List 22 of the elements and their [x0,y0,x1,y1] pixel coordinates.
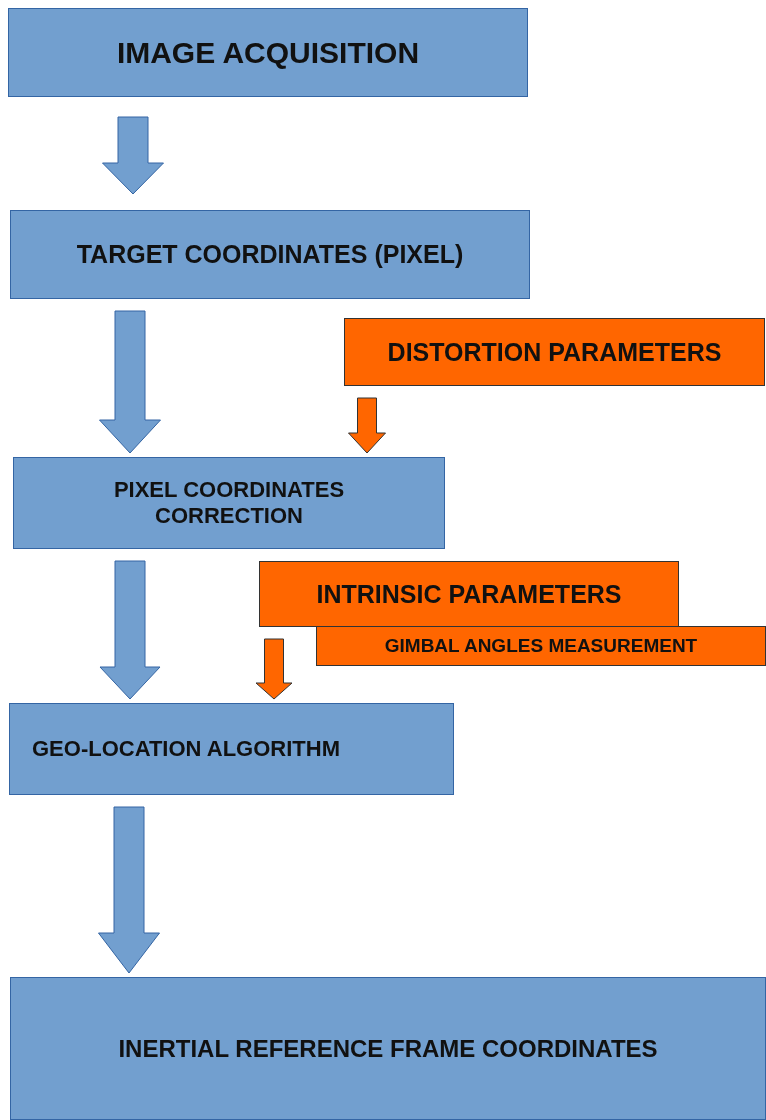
node-label: GIMBAL ANGLES MEASUREMENT [384,635,698,657]
input-box [344,318,765,386]
process-box [10,977,766,1120]
process-box [9,703,454,795]
input-box [316,626,766,666]
block-arrow [99,310,161,454]
block-arrow [99,560,161,700]
node-label: TARGET COORDINATES (PIXEL) [76,240,464,269]
node-label: INTRINSIC PARAMETERS [316,579,622,609]
block-arrow [102,116,164,195]
input-box [259,561,679,627]
block-arrow [255,638,293,700]
process-box [8,8,528,97]
node-label: PIXEL COORDINATES CORRECTION [112,477,346,529]
process-box [10,210,530,299]
node-label: DISTORTION PARAMETERS [387,337,722,367]
node-label: GEO-LOCATION ALGORITHM [32,736,340,762]
node-label: IMAGE ACQUISITION [116,35,420,70]
node-label: INERTIAL REFERENCE FRAME COORDINATES [118,1034,658,1063]
process-box [13,457,445,549]
block-arrow [348,397,386,454]
block-arrow [98,806,160,974]
